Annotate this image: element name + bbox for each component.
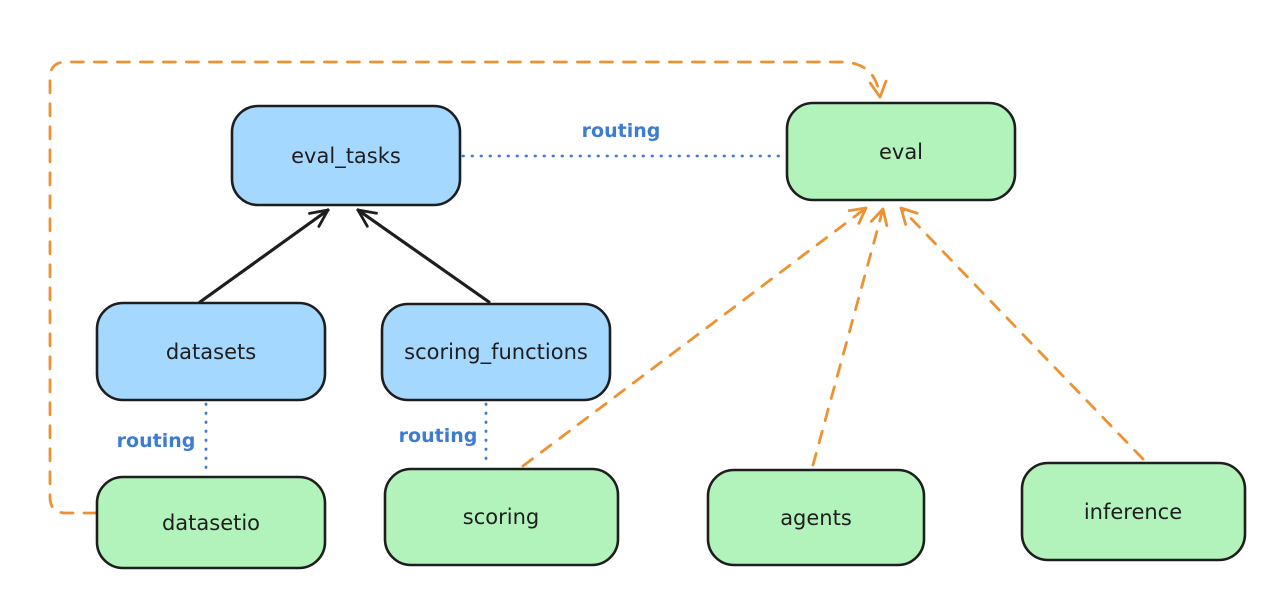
routing-label-datasets: routing <box>117 430 196 452</box>
node-eval-tasks-label: eval_tasks <box>291 144 401 169</box>
node-inference-label: inference <box>1084 500 1182 524</box>
edge-scoring-functions-to-eval-tasks <box>356 208 491 304</box>
edge-scoring-to-eval <box>521 206 868 468</box>
node-datasetio-box <box>95 475 327 570</box>
node-scoring-label: scoring <box>463 505 539 529</box>
node-scoring-functions-label: scoring_functions <box>404 340 588 365</box>
node-inference: inference <box>1020 461 1247 562</box>
node-datasetio-label: datasetio <box>162 511 260 535</box>
edge-inference-to-eval <box>899 206 1145 461</box>
node-eval-label: eval <box>879 140 923 164</box>
edge-datasetio-to-eval <box>48 60 888 515</box>
node-scoring: scoring <box>383 467 620 567</box>
node-datasets-box <box>95 301 327 402</box>
node-datasets: datasets <box>95 301 327 402</box>
node-scoring-functions-box <box>380 302 612 402</box>
node-scoring-box <box>383 467 620 567</box>
edge-datasets-to-eval-tasks <box>198 208 330 304</box>
node-datasetio: datasetio <box>95 475 327 570</box>
node-scoring-functions: scoring_functions <box>380 302 612 402</box>
node-eval-box <box>785 101 1017 202</box>
routing-label-top: routing <box>582 120 661 142</box>
node-eval-tasks-box <box>230 104 462 207</box>
node-agents-label: agents <box>780 506 852 530</box>
node-agents: agents <box>706 468 926 567</box>
node-eval: eval <box>785 101 1017 202</box>
node-inference-box <box>1020 461 1247 562</box>
routing-label-scoring: routing <box>399 425 478 447</box>
node-datasets-label: datasets <box>166 340 256 364</box>
edge-agents-to-eval <box>811 207 889 467</box>
node-eval-tasks: eval_tasks <box>230 104 462 207</box>
node-agents-box <box>706 468 926 567</box>
